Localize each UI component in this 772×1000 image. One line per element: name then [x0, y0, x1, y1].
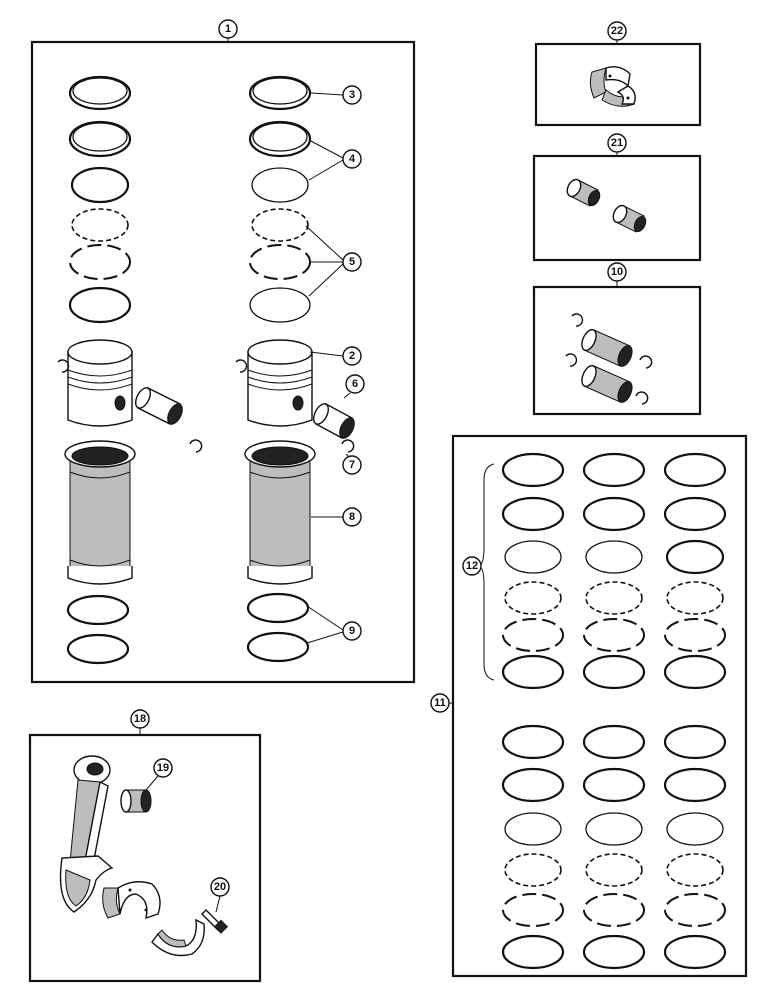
callout-7: 7 — [342, 455, 362, 475]
callout-4: 4 — [342, 149, 362, 169]
piston-pin-kit-2 — [581, 364, 633, 403]
cylinder-sleeve-right — [244, 440, 316, 585]
piston-left — [67, 339, 133, 427]
retainer-clips-kit — [565, 313, 653, 405]
callout-19: 19 — [153, 758, 173, 778]
bolt — [201, 909, 229, 934]
callout-5: 5 — [342, 252, 362, 272]
piston-pin-kit-1 — [581, 328, 633, 367]
svg-text:10: 10 — [611, 266, 623, 278]
svg-text:12: 12 — [466, 560, 478, 572]
panel-kit-21 — [532, 154, 702, 262]
piston-rings-left — [68, 75, 132, 324]
panel-kit-22 — [534, 42, 702, 127]
piston-pin-left — [134, 387, 183, 425]
bushing-1 — [566, 178, 601, 207]
retainer-clip-left-bottom — [189, 439, 203, 453]
callout-21: 21 — [607, 133, 627, 153]
rod-bearing-inserts — [102, 881, 161, 920]
o-rings-right — [246, 592, 310, 663]
piston-rings-right — [248, 75, 312, 323]
svg-text:22: 22 — [611, 25, 623, 37]
svg-text:1: 1 — [225, 23, 231, 35]
bearing-insert-pair — [589, 66, 636, 107]
svg-text:3: 3 — [349, 89, 355, 101]
callout-9: 9 — [342, 621, 362, 641]
ring-set-upper — [501, 452, 727, 690]
svg-text:20: 20 — [214, 881, 226, 893]
svg-text:7: 7 — [349, 459, 355, 471]
callout-22: 22 — [607, 21, 627, 41]
callout-20: 20 — [210, 877, 230, 897]
rod-cap — [151, 918, 205, 957]
piston-pin-right — [312, 403, 355, 439]
retainer-clip-left-top — [57, 359, 70, 373]
panel-kit-1 — [30, 40, 416, 684]
panel-kit-11 — [451, 434, 748, 978]
panel-kit-10 — [532, 285, 702, 416]
svg-text:6: 6 — [352, 378, 358, 390]
svg-text:8: 8 — [349, 511, 355, 523]
o-rings-left — [66, 594, 130, 665]
callout-18: 18 — [130, 709, 150, 729]
callout-3: 3 — [342, 85, 362, 105]
panel-kit-18 — [28, 733, 262, 983]
svg-text:11: 11 — [434, 697, 446, 709]
cylinder-sleeve-left — [64, 440, 136, 585]
svg-text:2: 2 — [349, 350, 355, 362]
ring-set-lower — [501, 724, 727, 970]
bushing-2 — [612, 204, 647, 233]
callout-12: 12 — [462, 556, 482, 576]
callout-11: 11 — [430, 693, 450, 713]
callout-2: 2 — [342, 346, 362, 366]
svg-text:21: 21 — [611, 137, 623, 149]
callout-10: 10 — [607, 262, 627, 282]
connecting-rod — [59, 755, 114, 913]
retainer-clip-right-top — [235, 359, 248, 373]
rod-bushing — [120, 789, 152, 813]
svg-text:9: 9 — [349, 625, 355, 637]
callout-8: 8 — [342, 507, 362, 527]
retainer-clip-right-bottom — [341, 439, 355, 453]
bracket-12 — [477, 463, 495, 681]
callout-6: 6 — [345, 374, 365, 394]
callout-1: 1 — [218, 19, 238, 39]
svg-text:5: 5 — [349, 256, 355, 268]
svg-text:18: 18 — [134, 713, 146, 725]
piston-right — [247, 339, 313, 427]
svg-text:4: 4 — [349, 153, 356, 165]
svg-text:19: 19 — [157, 762, 169, 774]
